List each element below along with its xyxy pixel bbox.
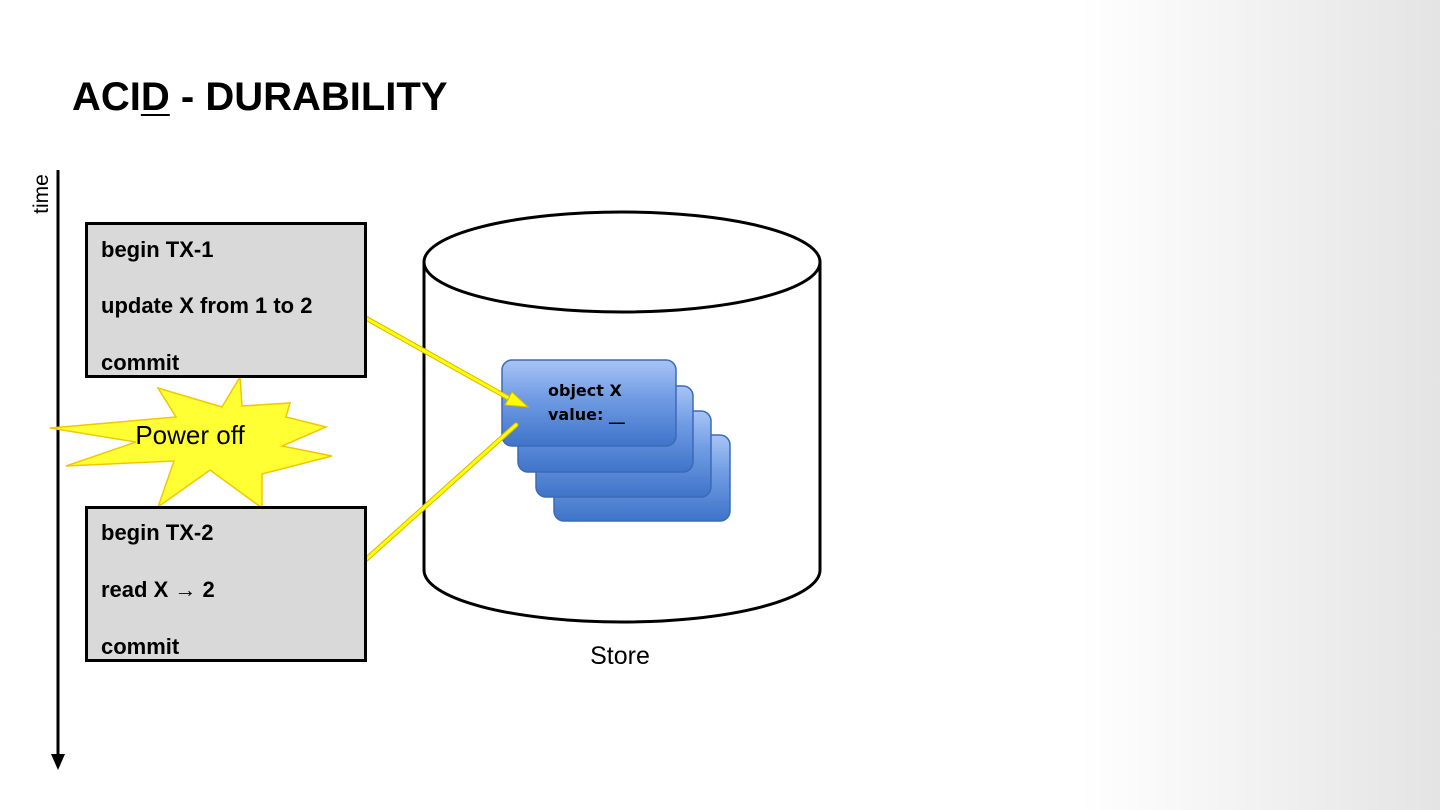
- title-prefix: ACI: [72, 75, 141, 119]
- transaction-box-2: begin TX-2 read X → 2 commit: [85, 506, 367, 662]
- title-underlined-letter: D: [140, 75, 170, 119]
- time-axis-arrow: [51, 170, 65, 770]
- tx1-commit: commit: [101, 350, 180, 375]
- tx1-action: update X from 1 to 2: [101, 293, 313, 318]
- power-off-label: Power off: [135, 420, 245, 450]
- transaction-box-1: begin TX-1 update X from 1 to 2 commit: [85, 222, 367, 378]
- store-label: Store: [590, 642, 650, 670]
- page-title: ACID - DURABILITY: [72, 74, 448, 120]
- object-value: value: __: [548, 405, 625, 424]
- tx2-begin: begin TX-2: [101, 520, 214, 545]
- object-version-card-1: [501, 359, 677, 447]
- object-version-stack: [501, 359, 731, 522]
- tx2-commit: commit: [101, 634, 180, 659]
- object-name: object X: [548, 381, 622, 400]
- explosion-burst-icon: [49, 374, 333, 510]
- write-arrow: [343, 304, 530, 408]
- tx2-action: read X → 2: [101, 577, 215, 602]
- tx1-begin: begin TX-1: [101, 237, 214, 262]
- title-suffix: - DURABILITY: [169, 75, 448, 119]
